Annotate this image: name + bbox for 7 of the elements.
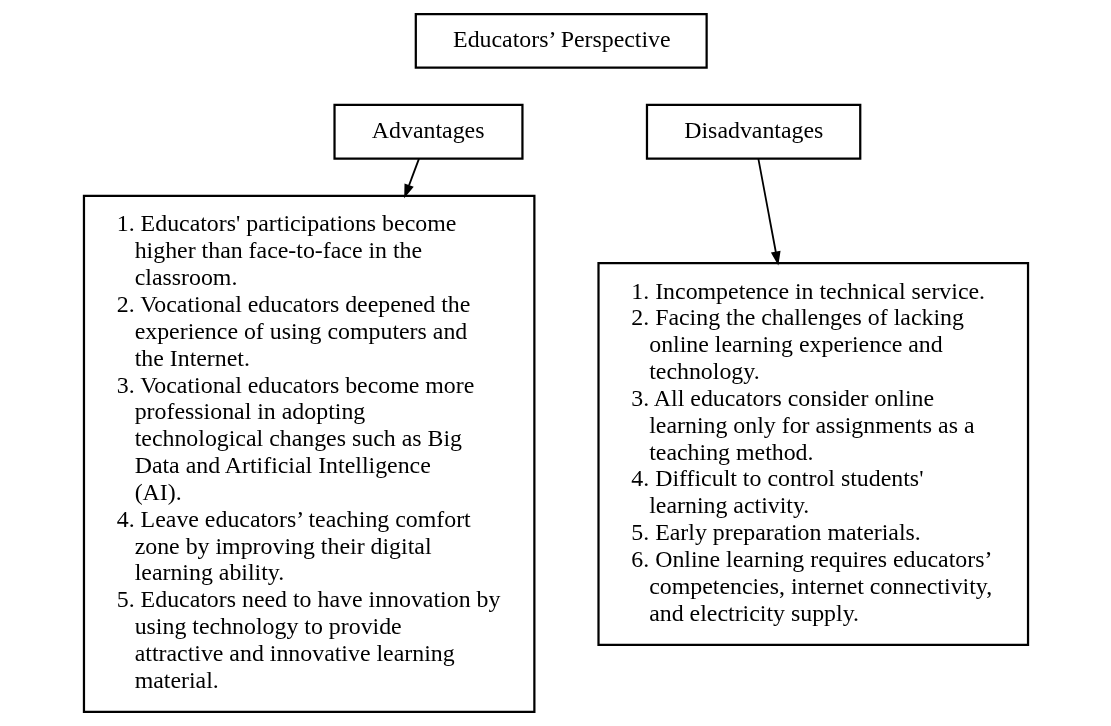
node-box: Advantages bbox=[332, 103, 524, 160]
node-box: Educators’ Perspective bbox=[414, 12, 708, 69]
arrow bbox=[403, 158, 420, 199]
arrow bbox=[757, 158, 781, 266]
node-box: 1. Educators' participations become higher than face-to-face in the classroom. 2. Vocational educators deepened the experience of using computers and the Internet. 3. Vocational educators become more professional in adopting technological changes such as Big Data and Artificial Intelligence (AI). 4. Leave educators’ teaching comfort zone by improving their digital learning ability. 5. Educators need to have innovation by using technology to provide attractive and innovative learning material. bbox=[82, 194, 535, 714]
node-box: 1. Incompetence in technical service. 2. Facing the challenges of lacking online learning experience and technology. 3. All educators consider online learning only for assignments as a teaching method. 4. Difficult to control students' learning activity. 5. Early preparation materials. 6. Online learning requires educators’ competencies, internet connectivity, and electricity supply. bbox=[596, 261, 1029, 646]
node-box: Disadvantages bbox=[645, 103, 861, 160]
